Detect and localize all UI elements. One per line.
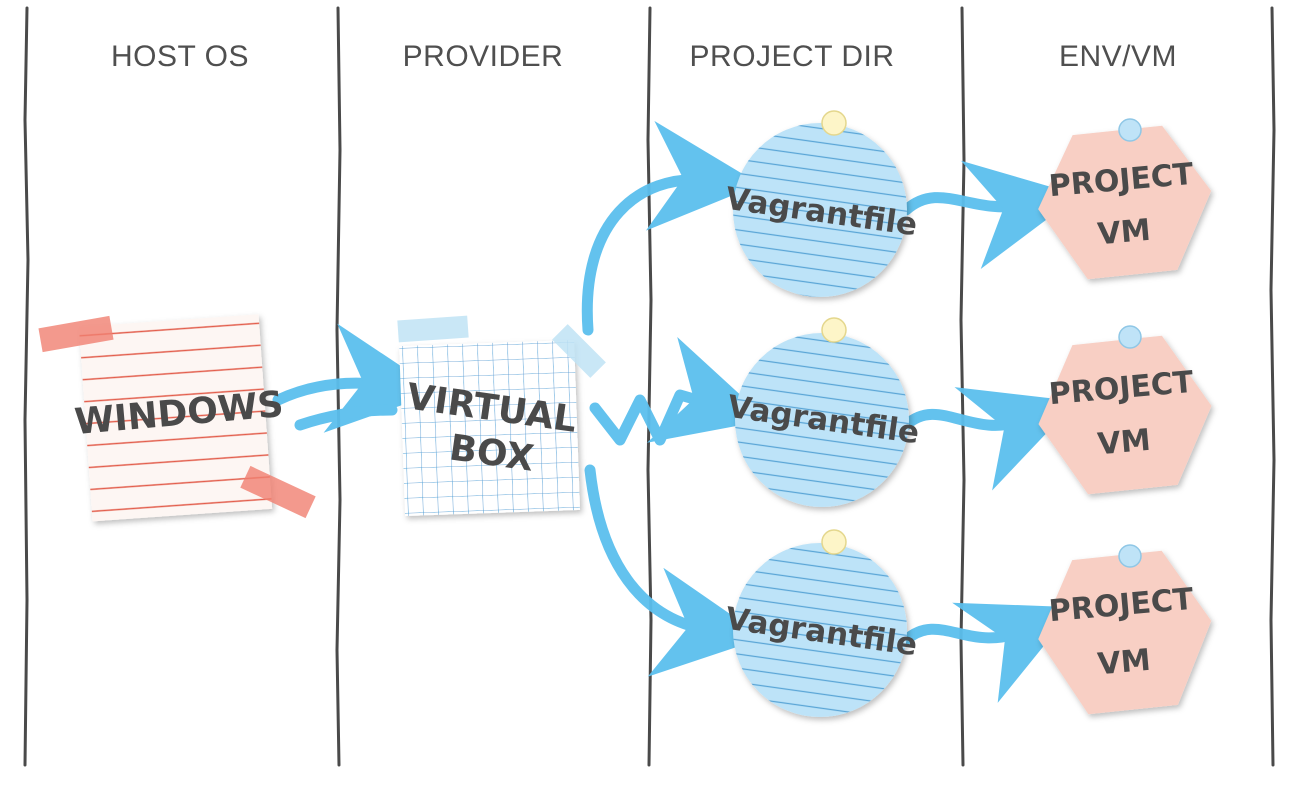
divider-4 xyxy=(959,6,966,767)
arrow-windows-to-virtualbox-2 xyxy=(294,404,398,431)
vagrantfile-lines-2 xyxy=(735,333,909,507)
arrow-vagrantfile-to-vm-1 xyxy=(900,160,1080,269)
tape-red-top xyxy=(38,315,114,353)
column-header-provider: PROVIDER xyxy=(403,40,564,73)
vm-label-line2-1: VM xyxy=(1096,213,1152,252)
vm-label-line2-3: VM xyxy=(1096,643,1152,682)
vagrantfile-note-3 xyxy=(733,543,907,717)
arrow-virtualbox-to-vagrantfile-2 xyxy=(589,337,768,446)
vagrantfile-note-2 xyxy=(735,333,909,507)
tape-blue-right xyxy=(552,324,606,378)
column-header-env-vm: ENV/VM xyxy=(1059,40,1177,73)
divider-1 xyxy=(23,6,30,767)
pin-yellow-2 xyxy=(821,317,847,343)
arrow-virtualbox-to-vagrantfile-1 xyxy=(581,120,760,336)
virtualbox-note xyxy=(399,340,581,517)
column-header-project-dir: PROJECT DIR xyxy=(690,40,895,73)
pin-blue-3 xyxy=(1118,544,1142,568)
arrow-vagrantfile-to-vm-3 xyxy=(900,602,1076,703)
vm-label-line2-2: VM xyxy=(1096,423,1152,462)
pin-yellow-3 xyxy=(821,529,847,555)
arrow-virtualbox-to-vagrantfile-3 xyxy=(584,464,765,677)
connection-arrows xyxy=(272,120,1080,703)
tape-blue-top xyxy=(397,315,469,343)
vm-hexagon-3 xyxy=(1038,550,1212,715)
vagrantfile-note-1 xyxy=(733,123,907,297)
vagrantfile-lines-3 xyxy=(733,543,907,717)
virtualbox-note-grid xyxy=(399,340,581,517)
vm-hexagon-2 xyxy=(1038,335,1212,495)
vm-hexagon-shape-1 xyxy=(1038,125,1212,280)
arrow-windows-to-virtualbox-1 xyxy=(272,323,440,433)
vm-hexagon-shape-2 xyxy=(1038,335,1212,495)
arrow-vagrantfile-to-vm-2 xyxy=(900,387,1077,491)
divider-5 xyxy=(1269,6,1276,767)
vm-hexagon-shape-3 xyxy=(1038,550,1212,715)
windows-note-lines xyxy=(78,314,273,522)
pin-blue-2 xyxy=(1118,325,1142,349)
windows-note xyxy=(78,314,273,522)
pin-yellow-1 xyxy=(821,110,847,136)
pin-blue-1 xyxy=(1118,118,1142,142)
vagrantfile-lines-1 xyxy=(733,123,907,297)
column-header-host-os: HOST OS xyxy=(111,40,249,73)
divider-3 xyxy=(646,6,653,767)
tape-red-bottom xyxy=(240,465,316,519)
vm-hexagon-1 xyxy=(1038,125,1212,280)
